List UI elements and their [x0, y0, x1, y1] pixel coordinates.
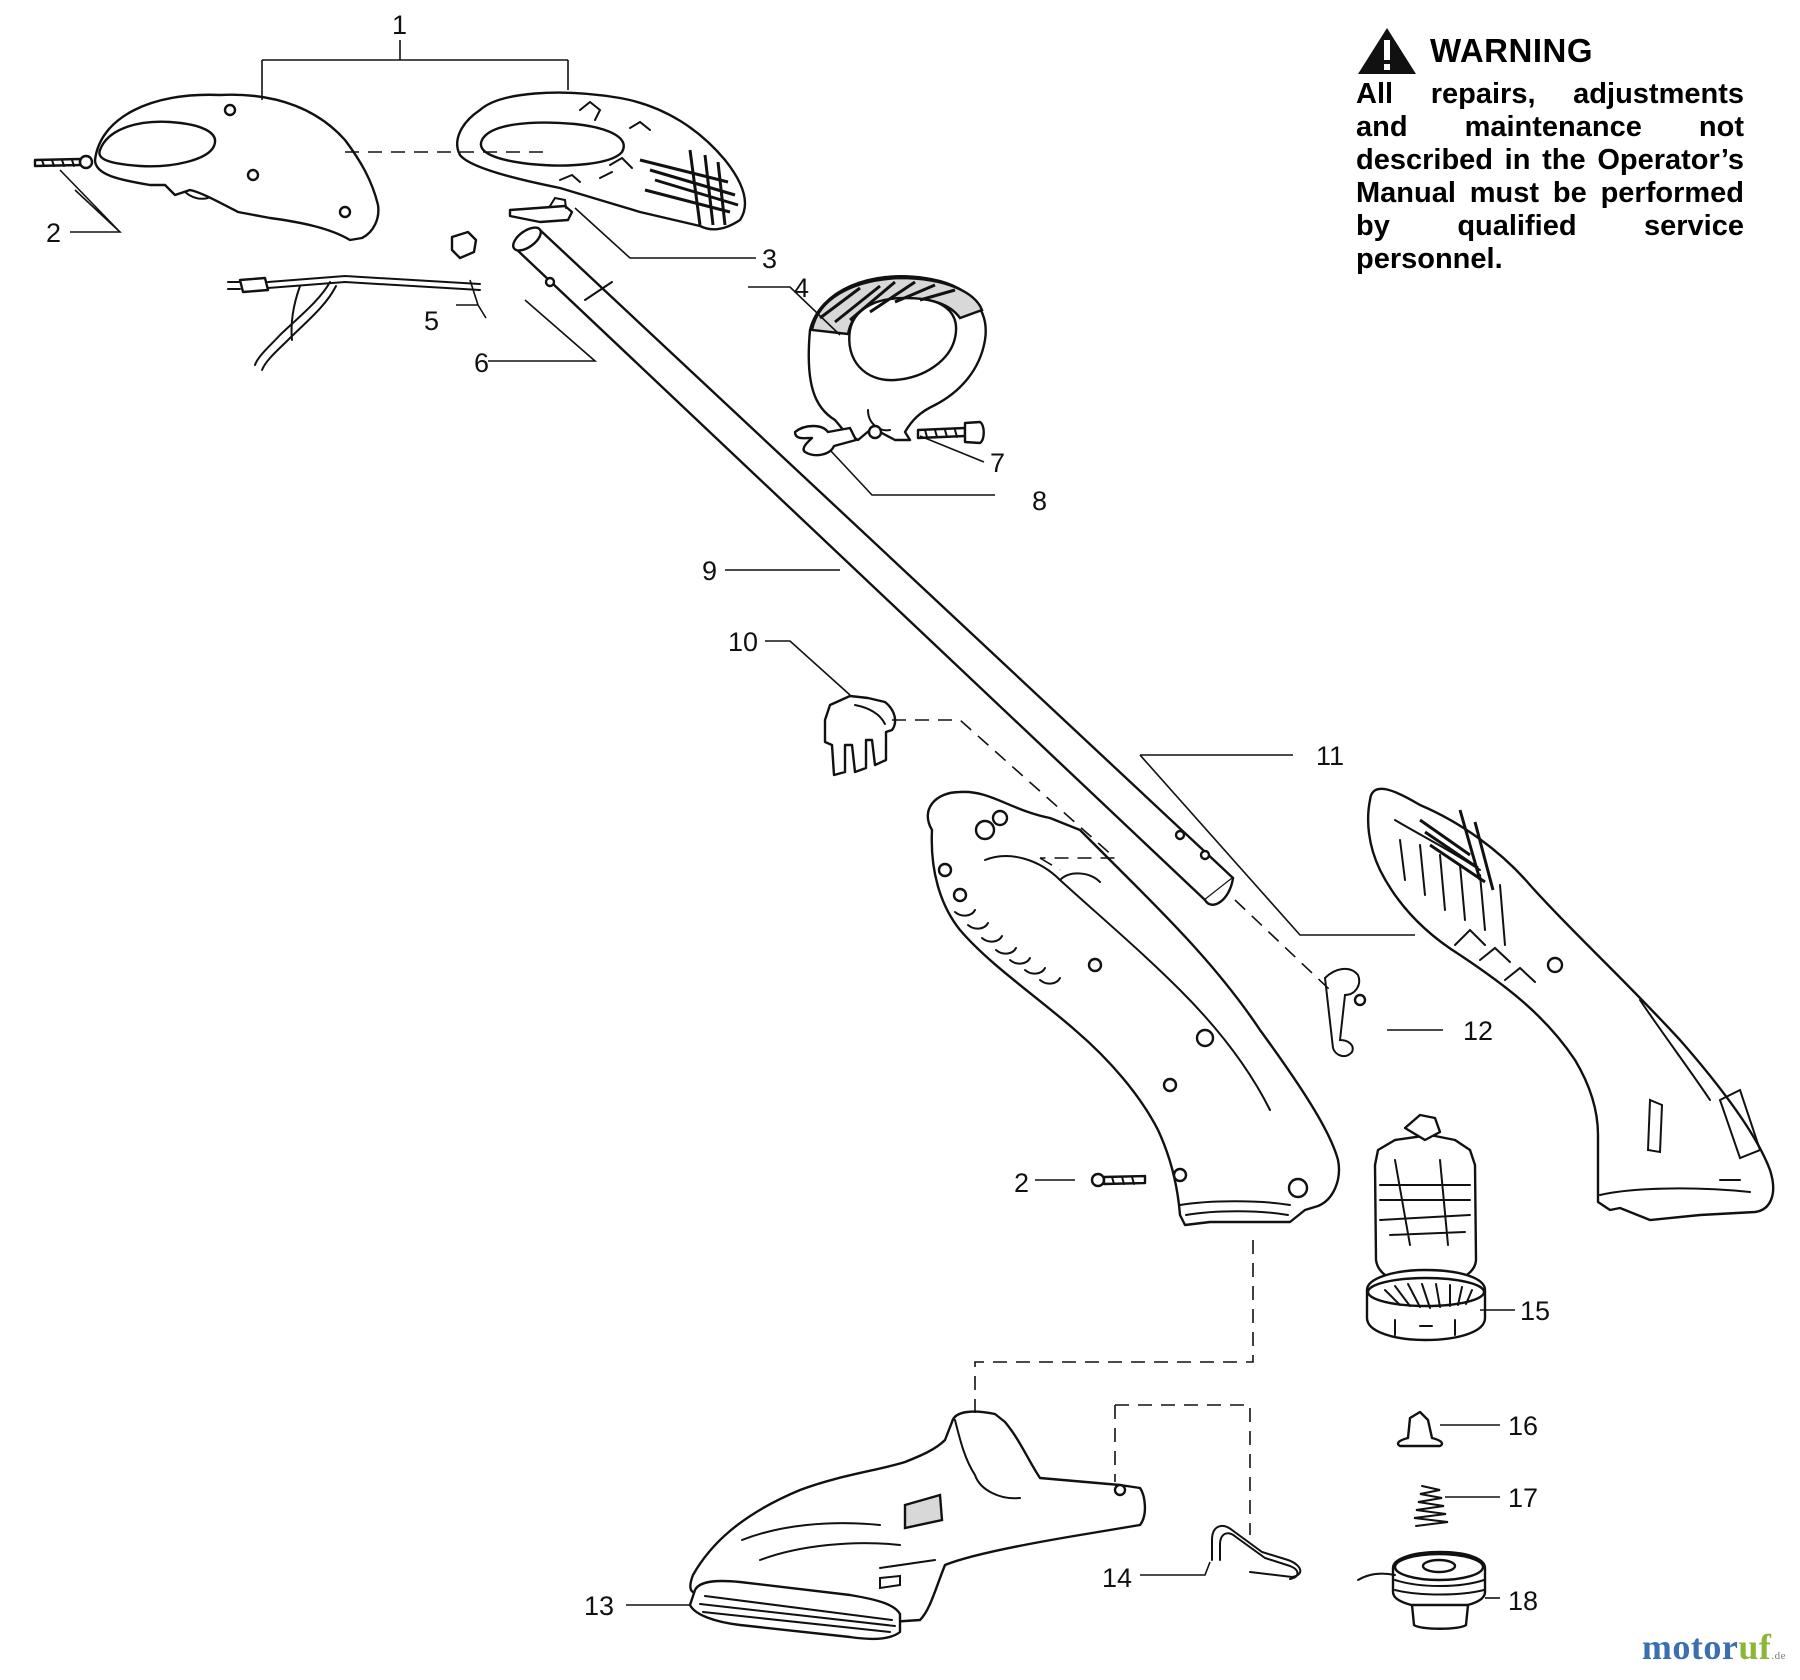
callout-3: 3 — [762, 244, 777, 274]
callout-6: 6 — [474, 348, 489, 378]
assembly-line-guard — [974, 1240, 1254, 1418]
callout-8: 8 — [1032, 486, 1047, 516]
warning-text: All repairs, adjustments and maintenance… — [1356, 78, 1744, 275]
edge-guide-wire — [1211, 1524, 1302, 1580]
callout-13: 13 — [584, 1591, 614, 1621]
callout-2-top: 2 — [46, 218, 61, 248]
motor — [1365, 1113, 1487, 1342]
handle-left-half — [93, 93, 380, 242]
callout-9: 9 — [702, 556, 717, 586]
warning-title: WARNING — [1430, 32, 1593, 69]
assembly-line-wire — [1114, 1404, 1251, 1535]
leader-lines — [59, 40, 1515, 1606]
watermark-logo: motoruf.de — [1642, 1626, 1786, 1668]
callout-14: 14 — [1102, 1563, 1132, 1593]
callout-12: 12 — [1463, 1016, 1493, 1046]
watermark-part3: .de — [1771, 1650, 1786, 1662]
callout-7: 7 — [990, 448, 1005, 478]
callout-1: 1 — [392, 10, 407, 40]
warning-box: WARNING All repairs, adjustments and mai… — [1356, 26, 1744, 276]
bolt — [916, 420, 985, 445]
handle-right-half — [456, 91, 747, 231]
watermark-part1: motor — [1641, 1627, 1739, 1667]
cutting-guard — [688, 1410, 1147, 1641]
warning-heading: WARNING — [1356, 26, 1744, 76]
callout-15: 15 — [1520, 1296, 1550, 1326]
callout-16: 16 — [1508, 1411, 1538, 1441]
assembly-line-clip-shaft — [1234, 899, 1331, 991]
callout-18: 18 — [1508, 1586, 1538, 1616]
wing-nut — [793, 424, 858, 457]
cord-clip — [823, 694, 897, 777]
switch — [508, 196, 574, 224]
callout-numbers: 1 2 3 4 5 6 7 8 9 10 11 12 2 13 14 15 16… — [46, 10, 1550, 1621]
motor-housing-left-half — [926, 790, 1341, 1227]
warning-triangle-icon — [1358, 28, 1416, 74]
callout-4: 4 — [794, 273, 809, 303]
callout-10: 10 — [728, 627, 758, 657]
line-spool — [1357, 1550, 1487, 1630]
spool-cap — [1396, 1410, 1444, 1448]
shaft-tube — [512, 226, 1235, 906]
spring — [1413, 1485, 1449, 1527]
callout-17: 17 — [1508, 1483, 1538, 1513]
callout-5: 5 — [424, 306, 439, 336]
screw-top — [33, 154, 94, 170]
spring-clip — [1323, 967, 1367, 1058]
assembly-line-clip — [892, 719, 1118, 871]
callout-2-lower: 2 — [1014, 1168, 1029, 1198]
motor-housing-right-half — [1366, 787, 1775, 1222]
terminal-connector — [450, 230, 478, 260]
watermark-part2: uf — [1738, 1627, 1772, 1667]
power-cord — [227, 274, 481, 371]
screw-lower — [1090, 1172, 1147, 1188]
callout-11: 11 — [1316, 741, 1344, 771]
auxiliary-handle — [807, 275, 987, 442]
